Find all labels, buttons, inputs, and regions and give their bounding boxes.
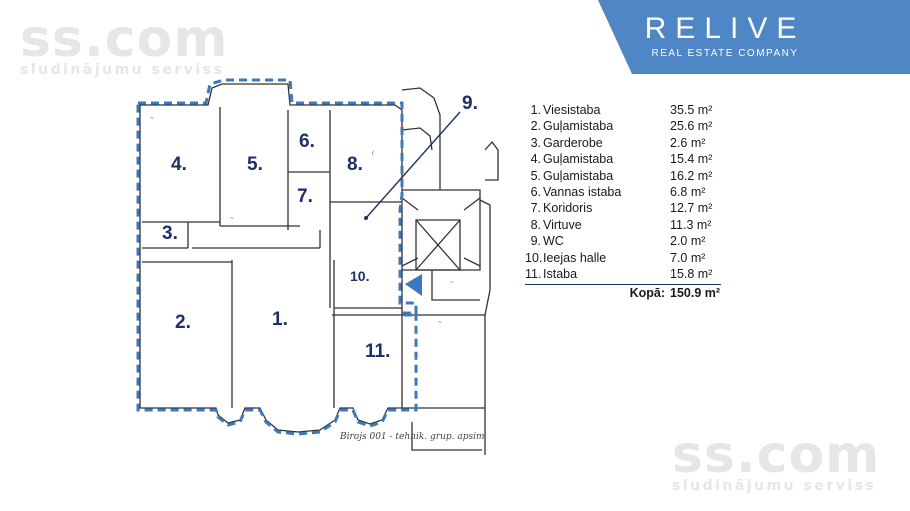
room-area-row: 5.Guļamistaba 16.2 m² [525, 168, 721, 184]
room-num: 6. [530, 184, 541, 199]
room-label-11: 11. [365, 341, 391, 362]
room-area: 25.6 m² [670, 119, 713, 134]
room-num: 5. [530, 168, 541, 183]
brand-tagline: REAL ESTATE COMPANY [651, 48, 799, 59]
room-name: Ieejas halle [543, 250, 607, 265]
room-area-row: 10.Ieejas halle 7.0 m² [525, 250, 721, 266]
room-name: Virtuve [543, 217, 582, 232]
room-num: 11. [525, 266, 542, 281]
room-area-row: 9.WC 2.0 m² [525, 233, 721, 249]
plan-annotations: ~ ~ / ~ ~ [150, 116, 454, 326]
room-label-7: 7. [297, 186, 313, 207]
room-label-8: 8. [347, 154, 363, 175]
room-num: 4. [530, 152, 541, 167]
room-num: 1. [530, 103, 541, 117]
brand-logo: RELIVE REAL ESTATE COMPANY [640, 12, 810, 59]
plan-handwritten-caption: Birojs 001 - tehnik. grup. apsim [340, 432, 485, 442]
plan-walls [139, 83, 499, 455]
room-area: 7.0 m² [670, 250, 706, 265]
room-label-10: 10. [350, 268, 370, 284]
svg-text:~: ~ [438, 320, 442, 326]
room-num: 3. [530, 135, 541, 150]
room-label-6: 6. [299, 131, 315, 152]
room-area-row: 3.Garderobe 2.6 m² [525, 135, 721, 151]
watermark-site: ss.com [20, 9, 229, 69]
room-9-pointer-dot [364, 216, 368, 220]
room-area: 12.7 m² [670, 201, 713, 216]
total-divider [525, 284, 721, 286]
apartment-boundary [136, 78, 418, 436]
room-area-row: 8.Virtuve 11.3 m² [525, 217, 721, 233]
room-name: Viesistaba [543, 103, 601, 117]
svg-text:/: / [372, 151, 374, 157]
room-label-3: 3. [162, 223, 178, 244]
svg-text:~: ~ [230, 216, 234, 222]
room-num: 9. [530, 234, 541, 249]
room-name: Koridoris [543, 201, 593, 216]
room-name: Garderobe [543, 135, 603, 150]
svg-text:~: ~ [450, 280, 454, 286]
room-label-9: 9. [462, 93, 478, 114]
total-value: 150.9 m² [670, 286, 721, 301]
watermark-bottom: ss.com sludinājumu serviss [672, 425, 881, 494]
watermark-site: ss.com [672, 425, 881, 485]
room-area-row: 2.Guļamistaba 25.6 m² [525, 118, 721, 134]
room-area-row: 1.Viesistaba 35.5 m² [525, 102, 721, 118]
room-name: Vannas istaba [543, 184, 622, 199]
room-area-row: 11.Istaba 15.8 m² [525, 266, 721, 282]
room-name: WC [543, 234, 564, 249]
room-area: 16.2 m² [670, 168, 713, 183]
room-num: 10. [525, 250, 543, 265]
room-label-1: 1. [272, 309, 288, 330]
room-area-row: 7.Koridoris 12.7 m² [525, 200, 721, 216]
room-area: 35.5 m² [670, 103, 713, 117]
room-name: Guļamistaba [543, 119, 614, 134]
room-area: 2.6 m² [670, 135, 706, 150]
room-area: 2.0 m² [670, 234, 706, 249]
room-label-4: 4. [171, 154, 187, 175]
room-label-2: 2. [175, 312, 191, 333]
room-label-5: 5. [247, 154, 263, 175]
floor-plan: ~ ~ / ~ ~ [136, 78, 499, 455]
entrance-arrow-icon [405, 274, 422, 296]
watermark-slogan: sludinājumu serviss [20, 62, 225, 78]
svg-text:~: ~ [150, 116, 154, 122]
room-num: 8. [530, 217, 541, 232]
brand-name: RELIVE [644, 12, 806, 45]
room-name: Guļamistaba [543, 152, 614, 167]
room-area: 15.8 m² [670, 266, 713, 281]
total-row: Kopā: 150.9 m² [525, 285, 721, 301]
room-name: Guļamistaba [543, 168, 614, 183]
watermark-slogan: sludinājumu serviss [672, 478, 877, 494]
room-name: Istaba [543, 266, 578, 281]
total-label: Kopā: [629, 286, 665, 301]
room-area-row: 4.Guļamistaba 15.4 m² [525, 151, 721, 167]
watermark-top: ss.com sludinājumu serviss [20, 9, 229, 78]
room-num: 2. [530, 119, 541, 134]
room-area: 6.8 m² [670, 184, 706, 199]
room-9-pointer [365, 111, 461, 219]
room-area: 11.3 m² [670, 217, 712, 232]
room-num: 7. [530, 201, 541, 216]
room-area: 15.4 m² [670, 152, 713, 167]
room-area-row: 6.Vannas istaba 6.8 m² [525, 184, 721, 200]
